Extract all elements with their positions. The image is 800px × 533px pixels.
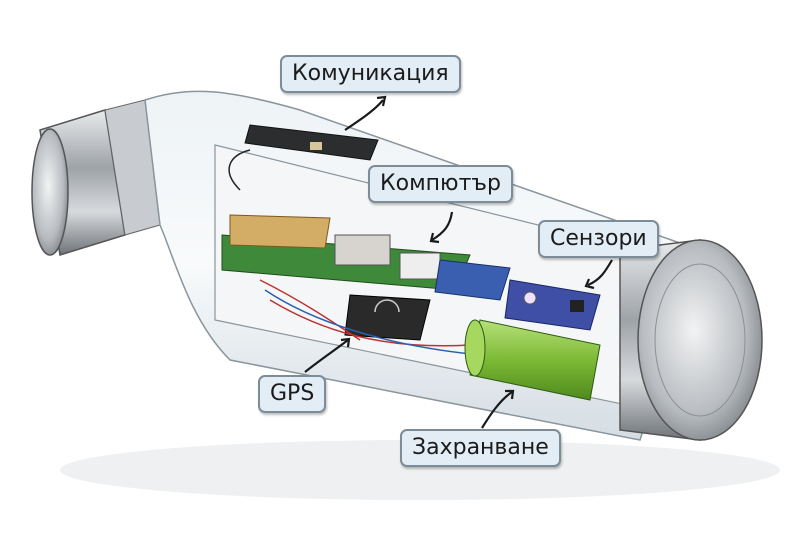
label-communication: Комуникация	[280, 55, 461, 93]
pcb-board	[221, 214, 601, 356]
battery	[464, 319, 601, 401]
sim-module	[334, 234, 391, 266]
label-sensors: Сензори	[538, 220, 659, 258]
antenna	[228, 124, 379, 191]
label-power: Захранване	[400, 429, 561, 467]
shadow	[60, 440, 780, 500]
gps-module	[229, 214, 331, 249]
label-gps: GPS	[258, 375, 327, 413]
processor-chip	[344, 294, 431, 341]
right-cap	[619, 239, 763, 441]
label-computer: Компютър	[368, 165, 513, 203]
left-cap	[31, 99, 161, 256]
callout-arrows	[304, 95, 613, 429]
